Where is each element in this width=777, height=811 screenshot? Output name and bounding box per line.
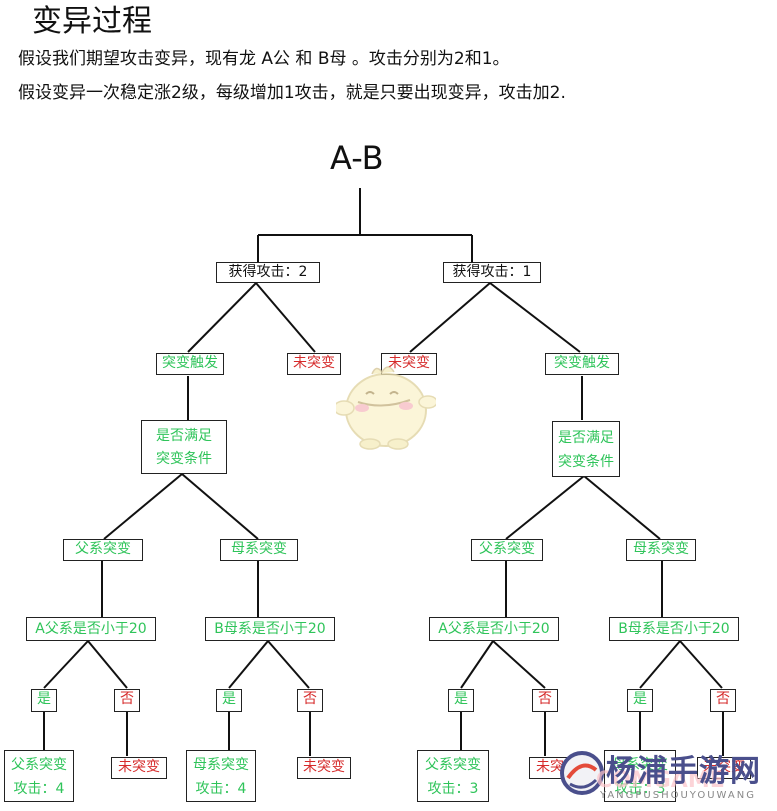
right-condition-line-2: 突变条件 (558, 454, 614, 470)
left-mother-no-node: 否 (297, 689, 323, 712)
left-father-result-node: 父系突变 攻击：4 (4, 750, 74, 802)
left-mother-result-line-1: 母系突变 (193, 757, 249, 773)
left-father-mutation-node: 父系突变 (63, 539, 143, 561)
right-father-no-node: 否 (532, 689, 558, 712)
left-father-no-node: 否 (114, 689, 140, 712)
left-no-mutation-node: 未突变 (287, 353, 341, 375)
right-father-mutation-node: 父系突变 (471, 539, 543, 561)
left-father-result-line-1: 父系突变 (11, 757, 67, 773)
left-mother-check-node: B母系是否小于20 (205, 617, 335, 641)
root-node: A-B (330, 139, 384, 177)
left-condition-line-2: 突变条件 (156, 451, 212, 467)
watermark-ghost-text: COMGAME (596, 768, 725, 793)
right-gain-node: 获得攻击：1 (443, 262, 541, 283)
left-father-check-node: A父系是否小于20 (26, 617, 156, 641)
left-mother-yes-node: 是 (216, 689, 242, 712)
left-trigger-node: 突变触发 (156, 353, 224, 375)
left-father-no-result-node: 未突变 (111, 757, 167, 779)
left-gain-node: 获得攻击：2 (216, 262, 320, 283)
watermark-sub: YANGPUSHOUYOUWANG (600, 790, 756, 801)
site-watermark: COMGAME 杨浦手游网 YANGPUSHOUYOUWANG (560, 744, 775, 810)
right-mother-mutation-node: 母系突变 (626, 539, 696, 561)
left-father-result-line-2: 攻击：4 (13, 781, 65, 797)
right-father-check-node: A父系是否小于20 (429, 617, 559, 641)
left-mother-result-node: 母系突变 攻击：4 (186, 750, 256, 802)
right-father-result-node: 父系突变 攻击：3 (417, 750, 489, 802)
right-no-mutation-node: 未突变 (381, 353, 437, 375)
left-condition-node: 是否满足 突变条件 (141, 420, 227, 474)
left-mother-no-result-node: 未突变 (297, 757, 351, 779)
watermark-logo-icon (560, 751, 604, 795)
right-trigger-node: 突变触发 (545, 353, 619, 375)
intro-line-2: 假设变异一次稳定涨2级，每级增加1攻击，就是只要出现变异，攻击加2. (18, 83, 566, 103)
right-mother-no-node: 否 (710, 689, 736, 712)
left-condition-line-1: 是否满足 (156, 428, 212, 444)
right-mother-result-node: 母系突变 攻击：3 (604, 750, 676, 802)
right-mother-result-line-1: 母系突变 (612, 757, 668, 773)
right-mother-yes-node: 是 (627, 689, 653, 712)
left-mother-result-line-2: 攻击：4 (195, 781, 247, 797)
right-mother-no-result-node: 未突变 (697, 757, 751, 779)
intro-line-1: 假设我们期望攻击变异，现有龙 A公 和 B母 。攻击分别为2和1。 (18, 49, 510, 69)
right-condition-node: 是否满足 突变条件 (552, 421, 620, 477)
page-title: 变异过程 (32, 4, 152, 39)
left-mother-mutation-node: 母系突变 (220, 539, 298, 561)
right-father-result-line-1: 父系突变 (425, 757, 481, 773)
right-father-result-line-2: 攻击：3 (427, 781, 479, 797)
watermark-name: 杨浦手游网 (606, 754, 761, 789)
mascot-icon (336, 366, 436, 450)
left-father-yes-node: 是 (31, 689, 57, 712)
right-father-yes-node: 是 (448, 689, 474, 712)
right-mother-result-line-2: 攻击：3 (614, 781, 666, 797)
right-mother-check-node: B母系是否小于20 (609, 617, 739, 641)
right-condition-line-1: 是否满足 (558, 430, 614, 446)
